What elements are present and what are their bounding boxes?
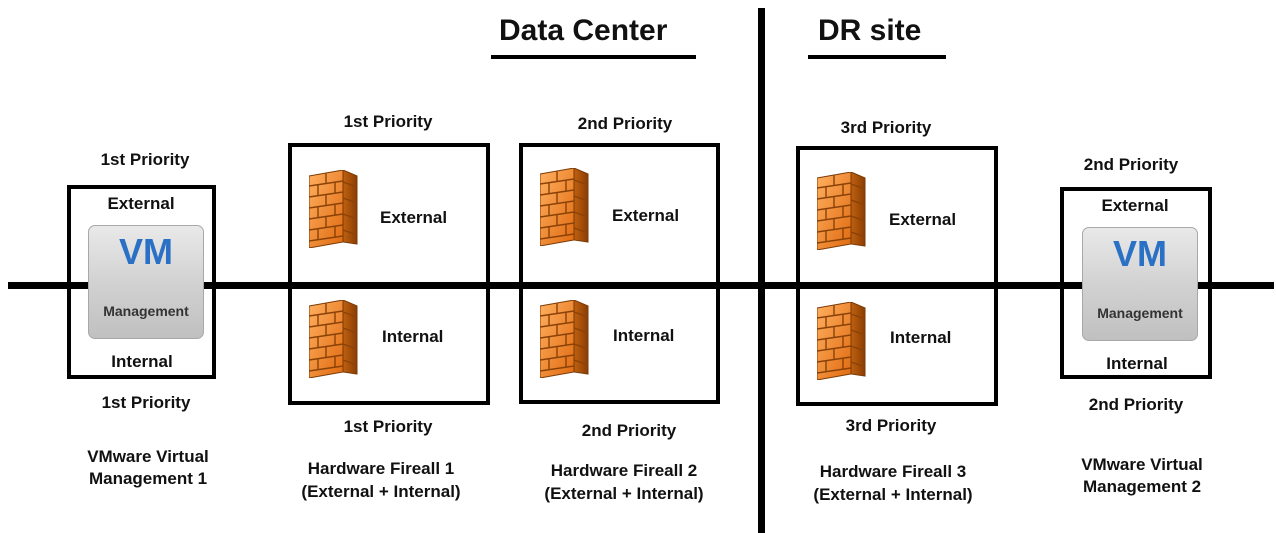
firewall-icon	[309, 300, 359, 378]
vm2-internal-label: Internal	[1106, 354, 1168, 373]
vm1-icon: VM Management	[88, 225, 204, 339]
vm2-badge: VM	[1113, 233, 1167, 274]
vm1-priority-bottom: 1st Priority	[101, 393, 191, 412]
fw1-internal-label: Internal	[382, 327, 444, 346]
firewall-icon	[540, 300, 590, 378]
network-divider-line	[8, 282, 1274, 289]
fw1-caption-line1: Hardware Fireall 1	[307, 459, 455, 478]
site-divider-line	[758, 8, 765, 533]
fw2-caption-line1: Hardware Fireall 2	[550, 461, 698, 480]
fw3-priority-top: 3rd Priority	[840, 118, 932, 137]
fw1-external-label: External	[380, 208, 448, 227]
fw1-box	[288, 143, 490, 405]
vm2-external-label: External	[1101, 196, 1169, 215]
dr-site-underline	[808, 55, 946, 59]
vm1-priority-top: 1st Priority	[100, 150, 190, 169]
fw2-caption-line2: (External + Internal)	[544, 484, 704, 503]
vm1-badge: VM	[119, 231, 173, 272]
vm2-management-label: Management	[1097, 305, 1183, 321]
firewall-icon	[540, 168, 590, 246]
vm1-caption-line1: VMware Virtual	[87, 447, 209, 466]
fw2-priority-top: 2nd Priority	[577, 114, 673, 133]
fw2-external-label: External	[612, 206, 680, 225]
vm2-caption-line2: Management 2	[1082, 477, 1202, 496]
vm2-priority-bottom: 2nd Priority	[1088, 395, 1184, 414]
firewall-icon	[817, 302, 867, 380]
vm2-priority-top: 2nd Priority	[1083, 155, 1179, 174]
fw3-priority-bottom: 3rd Priority	[845, 416, 937, 435]
fw1-priority-top: 1st Priority	[343, 112, 433, 131]
fw2-internal-label: Internal	[613, 326, 675, 345]
fw1-caption-line2: (External + Internal)	[301, 482, 461, 501]
vm1-box	[67, 185, 216, 379]
vm2-box	[1060, 187, 1212, 379]
vm1-caption-line2: Management 1	[88, 469, 208, 488]
data-center-heading: Data Center	[499, 14, 668, 47]
vm2-icon: VM Management	[1082, 227, 1198, 341]
fw3-box	[796, 146, 998, 406]
fw3-caption-line1: Hardware Fireall 3	[819, 462, 967, 481]
fw2-priority-bottom: 2nd Priority	[581, 421, 677, 440]
vm1-external-label: External	[107, 194, 175, 213]
firewall-icon	[309, 170, 359, 248]
fw3-internal-label: Internal	[890, 328, 952, 347]
dr-site-heading: DR site	[818, 14, 922, 47]
firewall-icon	[817, 172, 867, 250]
fw2-box	[519, 143, 720, 404]
fw3-caption-line2: (External + Internal)	[813, 485, 973, 504]
vm1-internal-label: Internal	[111, 352, 173, 371]
vm1-management-label: Management	[103, 303, 189, 319]
data-center-underline	[491, 55, 696, 59]
fw1-priority-bottom: 1st Priority	[343, 417, 433, 436]
fw3-external-label: External	[889, 210, 957, 229]
vm2-caption-line1: VMware Virtual	[1081, 455, 1203, 474]
